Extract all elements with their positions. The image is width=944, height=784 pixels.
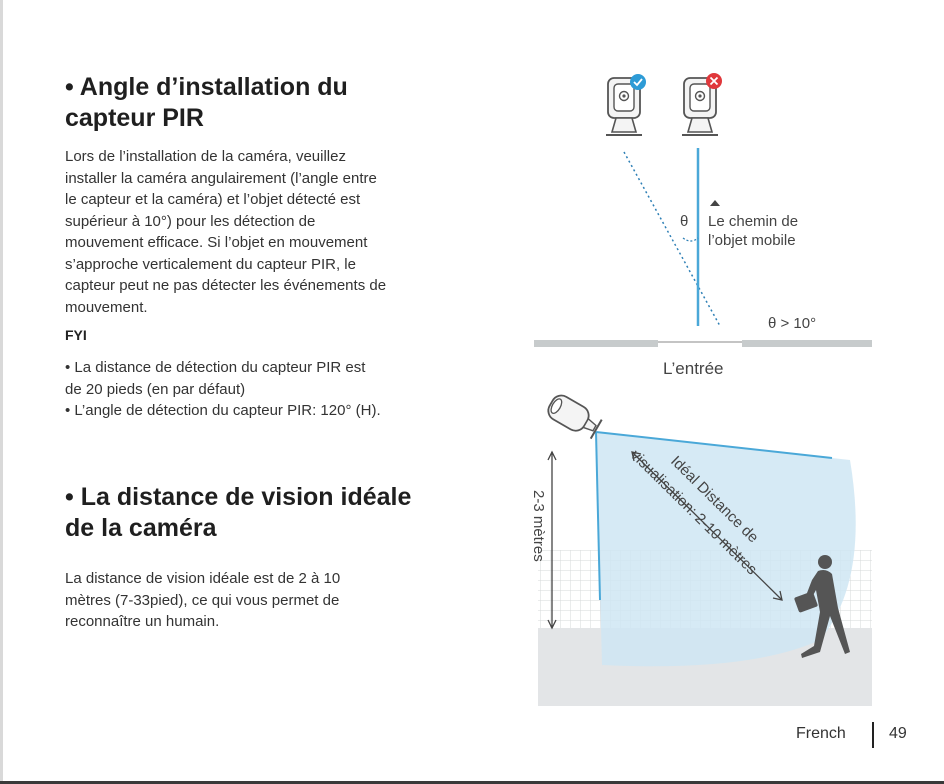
paragraph-line: reconnaître un humain. (65, 613, 220, 630)
paragraph-line: La distance de vision idéale est de 2 à … (65, 570, 341, 587)
paragraph-line: supérieur à 10°) pour les détection de (65, 212, 316, 230)
angle-condition: θ > 10° (768, 315, 816, 332)
paragraph-line: Lors de l’installation de la caméra, veu… (65, 148, 346, 165)
entrance-label: L’entrée (663, 359, 724, 378)
section1-paragraph: Lors de l’installation de la caméra, veu… (65, 146, 386, 318)
cross-badge-icon (706, 73, 722, 89)
paragraph-line: mouvement. (65, 298, 148, 316)
distance-arrow (631, 451, 783, 601)
height-arrow (547, 450, 557, 630)
section2-title: • La distance de vision idéale de la cam… (65, 482, 485, 544)
height-label: 2-3 mètres (530, 490, 547, 562)
fyi-item: • L’angle de détection du capteur PIR: 1… (65, 402, 381, 419)
paragraph-line: capteur peut ne pas détecter les événeme… (65, 277, 387, 294)
field-of-view-area (596, 432, 856, 667)
arrow-up-icon (710, 200, 720, 206)
paragraph-line: le capteur et la caméra) et l’objet déte… (65, 191, 361, 208)
bottom-edge (0, 781, 944, 784)
path-label-line1: Le chemin de (708, 213, 798, 230)
section1-title-line2: capteur PIR (65, 104, 204, 132)
viewing-distance-diagram: 2-3 mètres Idéal Distance de visualisati… (530, 394, 872, 706)
page-number: 49 (889, 725, 907, 742)
fyi-label: FYI (65, 327, 87, 343)
section1-title-line1: • Angle d’installation du (65, 73, 348, 101)
paragraph-line: mouvement efficace. Si l’objet en mouvem… (65, 234, 368, 251)
doorway (658, 339, 742, 348)
camera-wrong-icon (682, 77, 718, 136)
section2-paragraph: La distance de vision idéale est de 2 à … (65, 568, 340, 633)
footer-language: French (796, 725, 846, 742)
angle-arc (682, 237, 699, 242)
paragraph-line: mètres (7-33pied), ce qui vous permet de (65, 591, 340, 609)
fyi-list: • La distance de détection du capteur PI… (65, 357, 381, 422)
check-badge-icon (630, 74, 646, 90)
footer-separator (872, 722, 874, 748)
paragraph-line: installer la caméra angulairement (l’ang… (65, 169, 377, 187)
theta-symbol: θ (680, 213, 688, 230)
section1-title: • Angle d’installation du capteur PIR (65, 72, 485, 134)
fyi-item: de 20 pieds (en par défaut) (65, 380, 246, 398)
section2-title-line2: de la caméra (65, 514, 217, 542)
walking-person-icon (794, 555, 850, 658)
camera-correct-icon (606, 77, 642, 136)
path-label-line2: l’objet mobile (708, 232, 796, 249)
fov-top-edge (595, 431, 833, 459)
section2-title-line1: • La distance de vision idéale (65, 483, 412, 511)
pir-angle-diagram: θ Le chemin de l’objet mobile θ > 10° L’… (534, 73, 872, 378)
fyi-item: • La distance de détection du capteur PI… (65, 359, 366, 376)
detection-line (623, 151, 721, 327)
camera-icon (547, 394, 603, 440)
paragraph-line: s’approche verticalement du capteur PIR,… (65, 255, 356, 273)
fov-left-edge (595, 431, 601, 601)
page-edge (0, 0, 3, 784)
